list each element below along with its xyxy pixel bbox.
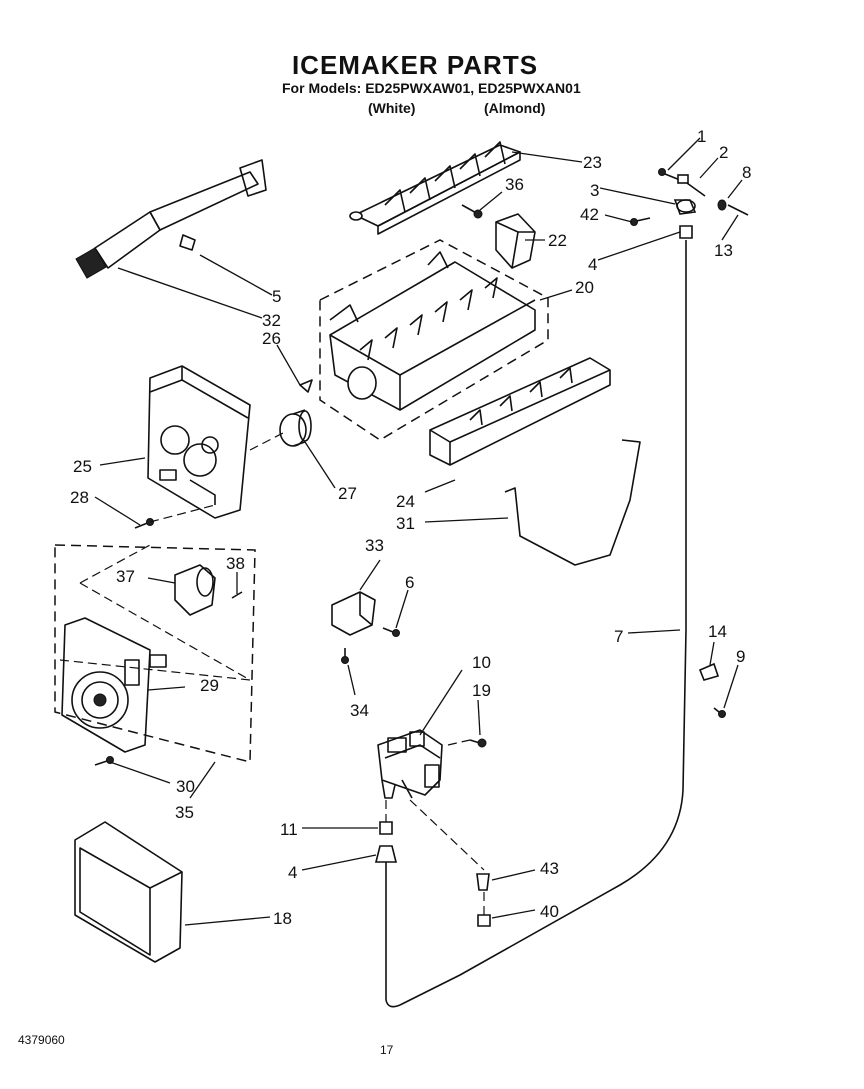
ice-bin-part bbox=[74, 821, 183, 963]
callout-2: 2 bbox=[719, 143, 728, 162]
callout-3: 3 bbox=[590, 181, 599, 200]
control-module-part bbox=[147, 365, 251, 519]
leader-lines bbox=[94, 137, 743, 926]
callout-4-top: 4 bbox=[588, 255, 597, 274]
callout-29: 29 bbox=[200, 676, 219, 695]
wire-harness-part bbox=[75, 159, 267, 279]
ejector-blade-part bbox=[349, 141, 521, 235]
models-label: For Models: ED25PWXAW01, ED25PWXAN01 bbox=[282, 80, 581, 96]
callout-6: 6 bbox=[405, 573, 414, 592]
callout-31: 31 bbox=[396, 514, 415, 533]
callout-10: 10 bbox=[472, 653, 491, 672]
page-title: ICEMAKER PARTS bbox=[291, 50, 539, 80]
callout-25: 25 bbox=[73, 457, 92, 476]
callout-14: 14 bbox=[708, 622, 727, 641]
callout-11: 11 bbox=[280, 820, 298, 839]
callout-37: 37 bbox=[116, 567, 135, 586]
fittings-11-4 bbox=[374, 800, 401, 1008]
callout-30: 30 bbox=[176, 777, 195, 796]
callout-33: 33 bbox=[365, 536, 384, 555]
callout-26: 26 bbox=[262, 329, 281, 348]
callout-19: 19 bbox=[472, 681, 491, 700]
screw-28 bbox=[134, 504, 216, 529]
callout-9: 9 bbox=[736, 647, 745, 666]
callout-23: 23 bbox=[583, 153, 602, 172]
callout-40: 40 bbox=[540, 902, 559, 921]
module-assembly-box bbox=[54, 544, 256, 766]
callout-36: 36 bbox=[505, 175, 524, 194]
callout-32: 32 bbox=[262, 311, 281, 330]
fittings-43-40 bbox=[409, 799, 491, 927]
ice-mold-part bbox=[319, 239, 549, 441]
callout-13: 13 bbox=[714, 241, 733, 260]
callout-20: 20 bbox=[575, 278, 594, 297]
document-number: 4379060 bbox=[18, 1033, 65, 1047]
callout-24: 24 bbox=[396, 492, 415, 511]
callout-7: 7 bbox=[614, 627, 623, 646]
shutoff-arm-part bbox=[504, 439, 641, 566]
water-valve-part bbox=[377, 729, 443, 799]
screw-19 bbox=[447, 738, 487, 748]
callout-43: 43 bbox=[540, 859, 559, 878]
variant-almond: (Almond) bbox=[484, 100, 546, 116]
mold-cover-part bbox=[429, 357, 611, 466]
callout-27: 27 bbox=[338, 484, 357, 503]
callout-4-bottom: 4 bbox=[288, 863, 297, 882]
screw-36 bbox=[461, 204, 483, 219]
callout-1: 1 bbox=[697, 127, 706, 146]
callout-38: 38 bbox=[226, 554, 245, 573]
variant-white: (White) bbox=[368, 100, 416, 116]
callout-34: 34 bbox=[350, 701, 369, 720]
callout-5: 5 bbox=[272, 287, 281, 306]
clip-26 bbox=[299, 379, 313, 393]
page-number: 17 bbox=[380, 1043, 394, 1057]
callout-18: 18 bbox=[273, 909, 292, 928]
motor-part bbox=[249, 409, 312, 451]
callout-22: 22 bbox=[548, 231, 567, 250]
clip-14-screw-9 bbox=[698, 662, 726, 718]
ice-bin-cover-part bbox=[495, 213, 536, 269]
callout-labels: 1 2 3 4 4 5 6 7 8 9 10 11 13 14 18 19 20… bbox=[70, 127, 751, 928]
water-tube-part bbox=[399, 240, 687, 1006]
callout-28: 28 bbox=[70, 488, 89, 507]
bracket-33 bbox=[331, 591, 400, 664]
callout-42: 42 bbox=[580, 205, 599, 224]
callout-8: 8 bbox=[742, 163, 751, 182]
callout-35: 35 bbox=[175, 803, 194, 822]
